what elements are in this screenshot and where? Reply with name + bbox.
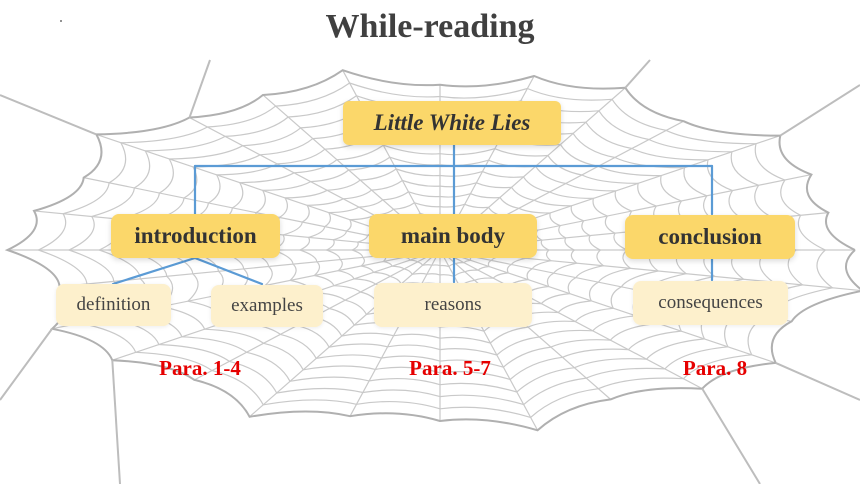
introduction-node: introduction (111, 214, 280, 258)
reasons-node: reasons (374, 283, 532, 327)
para-label-body: Para. 5-7 (409, 356, 491, 380)
para-label-conclusion: Para. 8 (682, 356, 748, 380)
connector-intro-to-examples (193, 256, 264, 286)
consequences-node: consequences (633, 281, 788, 325)
definition-node: definition (56, 284, 171, 326)
page-title: While-reading (325, 8, 535, 45)
decorative-dot (60, 20, 62, 22)
examples-node: examples (211, 285, 323, 327)
root-node: Little White Lies (343, 101, 561, 145)
connector-intro-to-definition (111, 256, 197, 286)
conclusion-node: conclusion (625, 215, 795, 259)
main-body-node: main body (369, 214, 537, 258)
para-label-intro: Para. 1-4 (159, 356, 241, 380)
